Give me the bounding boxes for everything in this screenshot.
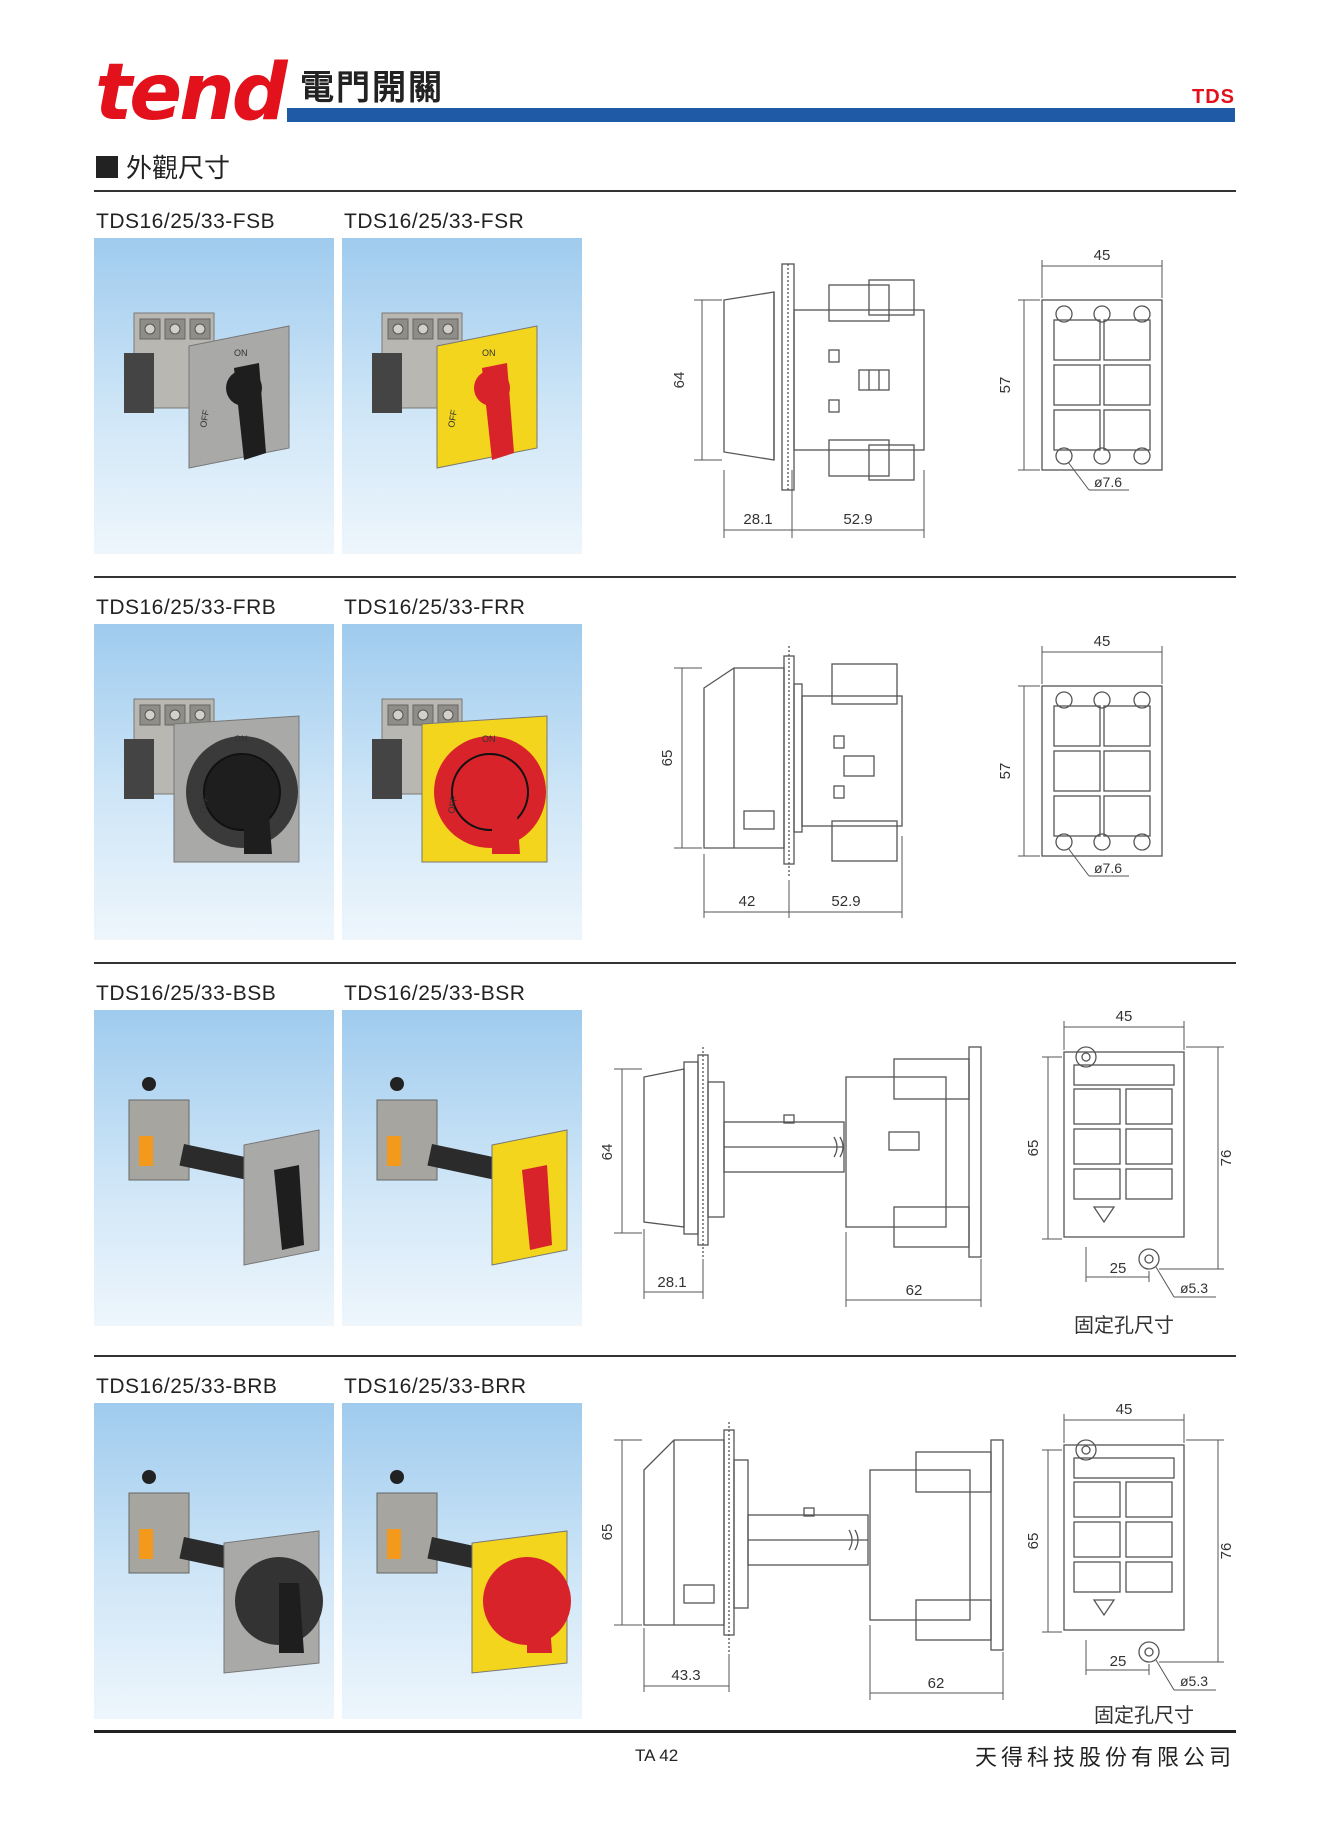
dim-body-h: 65: [1025, 1533, 1042, 1550]
top-view-drawing: 45 57 ø7.6: [997, 633, 1163, 877]
dim-depth: 62: [906, 1282, 923, 1299]
switch-illustration: [128, 1077, 320, 1266]
switch-illustration: [376, 1077, 568, 1266]
model-label: TDS16/25/33-FSR: [344, 210, 525, 233]
top-view-drawing: 45 57 ø7.6: [997, 247, 1163, 491]
dim-spacing: 25: [1110, 1653, 1127, 1670]
dim-width: 45: [1116, 1008, 1133, 1025]
dim-height: 64: [599, 1144, 616, 1161]
on-marking: ON: [234, 348, 248, 358]
model-label: TDS16/25/33-FRB: [96, 596, 277, 619]
product-photo: [94, 1010, 334, 1326]
mounting-caption: 固定孔尺寸: [1074, 1314, 1174, 1337]
dim-hole: ø7.6: [1094, 860, 1122, 876]
on-marking: ON: [482, 348, 496, 358]
model-label: TDS16/25/33-FRR: [344, 596, 526, 619]
product-photo: ON OFF: [94, 238, 334, 554]
side-view-drawing: 65 43.3 62: [599, 1422, 1004, 1700]
dim-front: 28.1: [657, 1274, 686, 1291]
product-photo: ON OFF: [342, 624, 582, 940]
side-view-drawing: 65 42 52.9: [659, 646, 903, 918]
model-label: TDS16/25/33-BRR: [344, 1375, 527, 1398]
model-label: TDS16/25/33-BRB: [96, 1375, 278, 1398]
dim-spacing: 25: [1110, 1260, 1127, 1277]
on-marking: ON: [234, 734, 248, 744]
dim-depth: 52.9: [843, 511, 872, 528]
model-label: TDS16/25/33-BSB: [96, 982, 277, 1005]
dim-body-h: 57: [997, 377, 1014, 394]
dim-total-h: 76: [1218, 1543, 1235, 1560]
switch-illustration: [128, 1470, 323, 1674]
square-bullet-icon: [96, 155, 118, 178]
tend-logo: tend: [95, 48, 288, 138]
section-title-text: 外觀尺寸: [126, 153, 231, 183]
dim-width: 45: [1094, 633, 1111, 650]
dim-body-h: 57: [997, 763, 1014, 780]
mounting-caption: 固定孔尺寸: [1094, 1704, 1194, 1727]
product-photo: ON OFF: [94, 624, 334, 940]
off-marking: OFF: [198, 794, 211, 814]
off-marking: OFF: [446, 408, 459, 428]
footer-rule: [94, 1730, 1236, 1733]
side-view-drawing: 64 28.1 62: [599, 1046, 982, 1307]
dim-front: 42: [739, 893, 756, 910]
product-photo: [342, 1403, 582, 1719]
dim-depth: 62: [928, 1675, 945, 1692]
dim-front: 28.1: [743, 511, 772, 528]
model-label: TDS16/25/33-BSR: [344, 982, 526, 1005]
divider: [94, 190, 1236, 192]
dim-depth: 52.9: [831, 893, 860, 910]
dim-height: 65: [659, 750, 676, 767]
off-marking: OFF: [446, 794, 459, 814]
divider: [94, 962, 1236, 964]
mounting-view-drawing: 45 65 76 25 ø5.3 固定孔尺寸: [1025, 1008, 1235, 1337]
divider: [94, 1355, 1236, 1357]
section-title: 外觀尺寸: [96, 148, 230, 185]
company-name: 天得科技股份有限公司: [974, 1746, 1235, 1771]
off-marking: OFF: [198, 408, 211, 428]
header-bar: [287, 108, 1235, 122]
dim-hole: ø7.6: [1094, 474, 1122, 490]
header-brand: TDS: [1192, 86, 1235, 108]
dim-height: 65: [599, 1524, 616, 1541]
dim-hole: ø5.3: [1180, 1280, 1208, 1296]
switch-illustration: ON OFF: [124, 698, 300, 863]
product-photo: ON OFF: [342, 238, 582, 554]
switch-illustration: ON OFF: [124, 312, 290, 469]
dim-total-h: 76: [1218, 1150, 1235, 1167]
product-photo: [94, 1403, 334, 1719]
product-photo: [342, 1010, 582, 1326]
mounting-view-drawing: 45 65 76 25 ø5.3 固定孔尺寸: [1025, 1401, 1235, 1727]
switch-illustration: [376, 1470, 571, 1674]
header-title: 電門開關: [300, 69, 444, 107]
divider: [94, 576, 1236, 578]
switch-illustration: ON OFF: [372, 312, 538, 469]
side-view-drawing: 64 28.1 52.9: [671, 263, 925, 538]
page-number: TA 42: [635, 1746, 679, 1765]
model-label: TDS16/25/33-FSB: [96, 210, 276, 233]
dim-hole: ø5.3: [1180, 1673, 1208, 1689]
dim-width: 45: [1094, 247, 1111, 264]
on-marking: ON: [482, 734, 496, 744]
page-header: tend 電門開關 TDS: [95, 48, 1235, 138]
dim-height: 64: [671, 372, 688, 389]
switch-illustration: ON OFF: [372, 698, 548, 863]
dim-width: 45: [1116, 1401, 1133, 1418]
dim-body-h: 65: [1025, 1140, 1042, 1157]
dim-front: 43.3: [671, 1667, 700, 1684]
